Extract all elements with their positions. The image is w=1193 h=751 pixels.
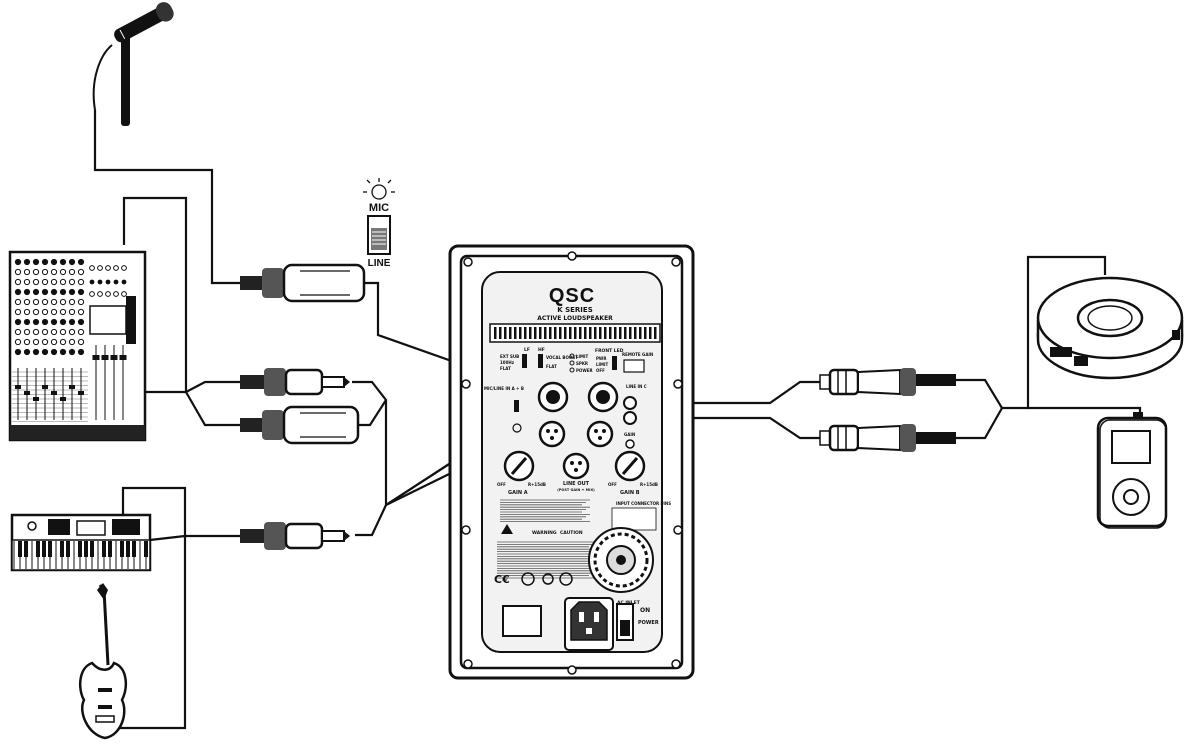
- on-label: ON: [640, 607, 650, 614]
- gain-b-label: GAIN B: [620, 490, 640, 496]
- mixer-xlr-branch: [185, 391, 240, 427]
- power-label: POWER: [638, 620, 659, 626]
- keyboard-cable: [121, 486, 240, 548]
- mic-line-switch-icon: MIC LINE: [363, 178, 395, 269]
- ac-inlet-icon[interactable]: [564, 597, 614, 651]
- rca-connector-icon: [819, 368, 956, 396]
- subtitle-label: ACTIVE LOUDSPEAKER: [537, 315, 613, 322]
- input-b-jack[interactable]: [587, 381, 619, 413]
- remote-gain-port[interactable]: [623, 359, 645, 373]
- vocal-boost-label: VOCAL BOOST: [546, 355, 578, 360]
- serial-plate: [502, 605, 542, 637]
- trs-connector-icon: [240, 368, 350, 396]
- gain-a-knob[interactable]: [503, 450, 535, 482]
- mic-line-in-label: MIC/LINE IN A + B: [484, 386, 524, 391]
- led-off-label: OFF: [596, 368, 605, 373]
- fan-icon: [588, 527, 654, 593]
- gain-c-knob[interactable]: [625, 439, 635, 449]
- guitar-icon: [78, 583, 128, 740]
- remote-gain-label: REMOTE GAIN: [622, 352, 653, 357]
- lf-label: LF: [524, 347, 530, 353]
- keyboard-icon: [10, 513, 152, 572]
- mic-line-switch[interactable]: [514, 400, 519, 412]
- warning-label: WARNING: [532, 530, 557, 536]
- ext-sub-label: EXT SUB: [500, 354, 519, 359]
- mic-cable: [93, 110, 240, 285]
- light-icon: [363, 178, 395, 200]
- input-a-jack[interactable]: [537, 381, 569, 413]
- microphone-icon: [92, 2, 174, 126]
- led-pwr-label: PWR: [596, 356, 606, 361]
- line-out-sub-label: (POST GAIN + MIX): [557, 488, 595, 492]
- cd-cable: [1002, 255, 1107, 410]
- line-out-jack[interactable]: [562, 452, 590, 480]
- mp3-player-icon: [1096, 412, 1168, 529]
- hf-label: HF: [538, 347, 545, 353]
- merge-to-trs: [355, 400, 388, 537]
- rca-connector-icon: [819, 424, 956, 452]
- switch-line-label: LINE: [368, 258, 391, 269]
- flat-label: FLAT: [500, 366, 511, 371]
- rca-top-to-speaker: [630, 380, 820, 405]
- gain-b-knob[interactable]: [614, 450, 646, 482]
- line-in-c-label: LINE IN C: [626, 384, 647, 389]
- indicator-icon: [512, 423, 522, 433]
- ce-mark-icon: C€: [494, 573, 510, 586]
- front-led-label: FRONT LED: [595, 348, 624, 354]
- power-switch[interactable]: [616, 603, 634, 641]
- mixer-icon: [8, 250, 147, 442]
- screw-icon: [461, 251, 683, 675]
- sub-hz-label: 100Hz: [500, 360, 515, 365]
- ul-mark-icon: [521, 572, 535, 586]
- input-connector-pins-label: INPUT CONNECTOR PINS: [616, 501, 671, 506]
- mixer-trs-branch: [185, 380, 240, 393]
- xlr-in-a[interactable]: [538, 420, 566, 448]
- vent-grille: [489, 323, 661, 343]
- rca-bottom-to-speaker: [630, 416, 820, 440]
- caution-label: CAUTION: [560, 530, 583, 536]
- cd-player-icon: [1036, 276, 1184, 380]
- line-out-label: LINE OUT: [563, 481, 590, 487]
- line-in-c-right-jack[interactable]: [623, 411, 637, 425]
- spkr-led: [569, 360, 575, 366]
- line-in-c-left-jack[interactable]: [623, 396, 637, 410]
- speaker-panel-icon: QSC K SERIES ACTIVE LOUDSPEAKER LF HF EX…: [448, 244, 695, 680]
- warning-triangle-icon: [501, 524, 513, 534]
- power-led: [569, 367, 575, 373]
- led-limit-label: LIMIT: [576, 354, 589, 359]
- gain-a-off-label: OFF: [497, 482, 506, 487]
- rca-merge: [955, 378, 1004, 440]
- gain-b-max-label: R+15dB: [640, 482, 658, 487]
- brand-logo: QSC: [549, 285, 595, 307]
- gain-a-label: GAIN A: [508, 490, 528, 496]
- gain-a-max-label: R+15dB: [528, 482, 546, 487]
- front-led-switch[interactable]: [612, 356, 617, 370]
- series-label: K SERIES: [557, 306, 593, 314]
- hf-flat-label: FLAT: [546, 364, 557, 369]
- lf-switch[interactable]: [522, 354, 527, 368]
- switch-mic-label: MIC: [369, 202, 389, 214]
- xlr-in-b[interactable]: [586, 420, 614, 448]
- guitar-cable: [115, 536, 187, 730]
- led-limit2-label: LIMIT: [596, 362, 609, 367]
- trs-connector-icon: [240, 522, 350, 550]
- keyboard-out: [149, 534, 186, 542]
- xlr-connector-icon: [240, 405, 360, 445]
- gain-c-label: GAIN: [624, 432, 635, 437]
- mixer-cable: [122, 196, 188, 392]
- led-spkr-label: SPKR: [576, 361, 588, 366]
- cert-mark-icon: [542, 573, 554, 585]
- hf-switch[interactable]: [538, 354, 543, 368]
- xlr-connector-icon: [240, 263, 366, 303]
- recycle-mark-icon: [559, 572, 573, 586]
- limit-led: [569, 353, 575, 359]
- pin-table: [611, 507, 657, 531]
- gain-b-off-label: OFF: [608, 482, 617, 487]
- led-power-label: POWER: [576, 368, 593, 373]
